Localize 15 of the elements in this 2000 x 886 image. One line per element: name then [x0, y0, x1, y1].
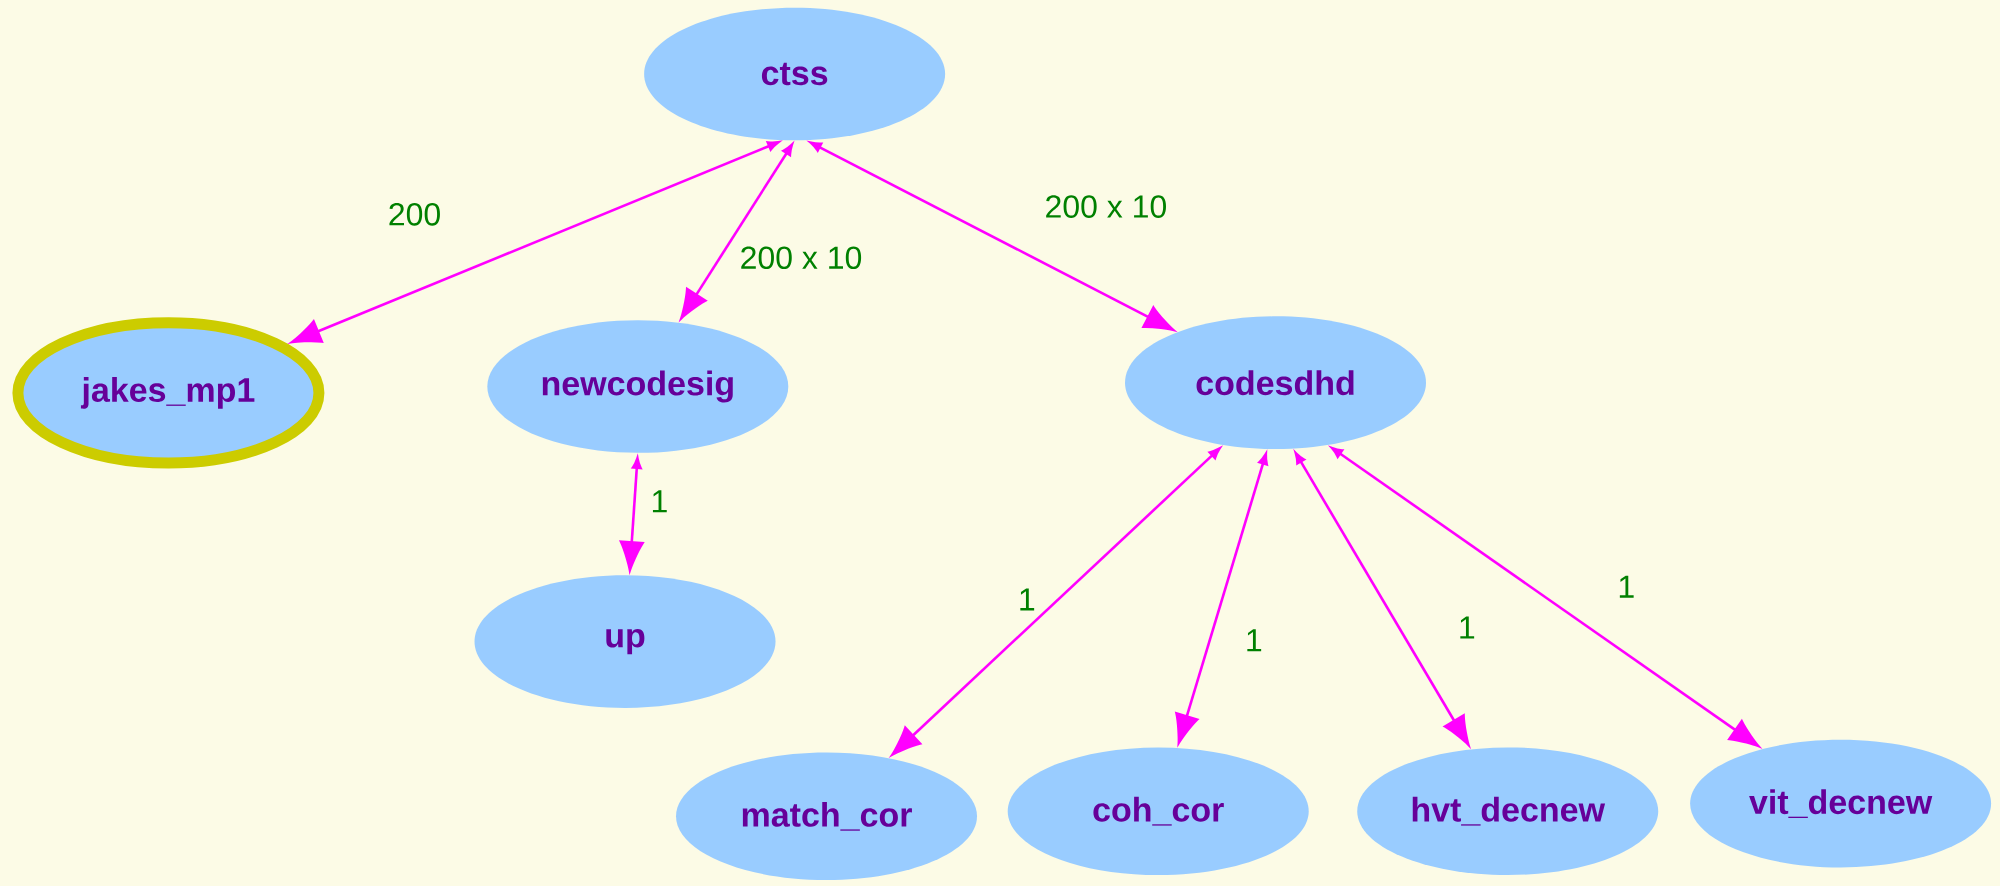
- ellipse-node: newcodesig: [487, 320, 789, 453]
- ellipse-node: jakes_mp1: [12, 317, 325, 469]
- arrow: [891, 447, 1221, 756]
- ellipse-node: hvt_decnew: [1357, 747, 1659, 875]
- ellipse-node: codesdhd: [1125, 316, 1426, 450]
- ellipse-node: vit_decnew: [1690, 739, 1992, 868]
- edge-label: 1: [1015, 586, 1038, 613]
- ellipse-node: ctss: [644, 7, 946, 141]
- ellipse-node: coh_cor: [1007, 747, 1309, 875]
- edge-label: 1: [648, 488, 671, 515]
- ellipse-node: up: [474, 575, 776, 708]
- edge-label: 1: [1615, 573, 1638, 600]
- ellipse-node: match_cor: [676, 752, 977, 881]
- edge-label: 200 x 10: [1042, 193, 1170, 220]
- arrow: [809, 141, 1175, 331]
